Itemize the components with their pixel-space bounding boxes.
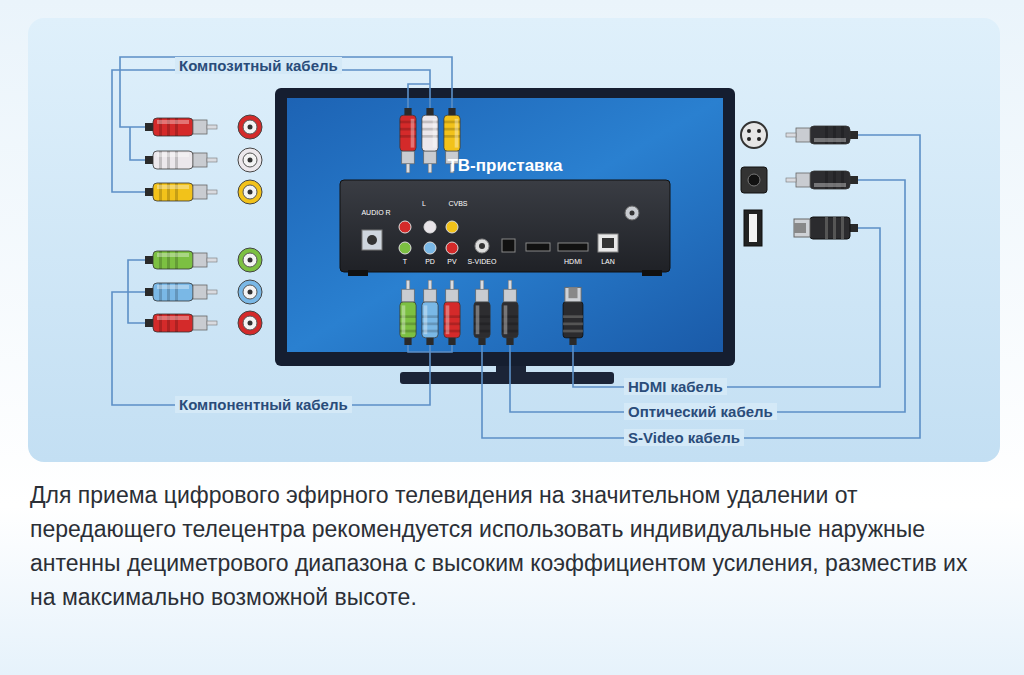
port-label: L [422,200,426,208]
port-label: HDMI [564,258,582,266]
cable-label: HDMI кабель [624,378,727,395]
port-label: CVBS [448,200,467,208]
box-plugs [400,108,583,345]
tv-set [275,88,735,384]
right-plugs [741,122,858,246]
cable-label: Оптический кабель [624,403,777,420]
background-panel [28,18,1000,462]
caption-text: Для приема цифрового эфирного телевидени… [30,478,996,614]
screen-title: ТВ-приставка [447,156,562,176]
port-label: PV [447,258,456,266]
set-top-box [340,180,670,276]
port-label: LAN [601,258,615,266]
port-label: S-VIDEO [468,258,497,266]
cable-label: S-Video кабель [624,429,744,446]
left-plugs [145,115,262,335]
port-label: AUDIO R [361,209,390,217]
cable-wires [112,57,920,438]
cable-label: Композитный кабель [175,57,342,74]
port-label: PD [425,258,435,266]
port-label: T [403,258,407,266]
cable-label: Компонентный кабель [175,396,352,413]
